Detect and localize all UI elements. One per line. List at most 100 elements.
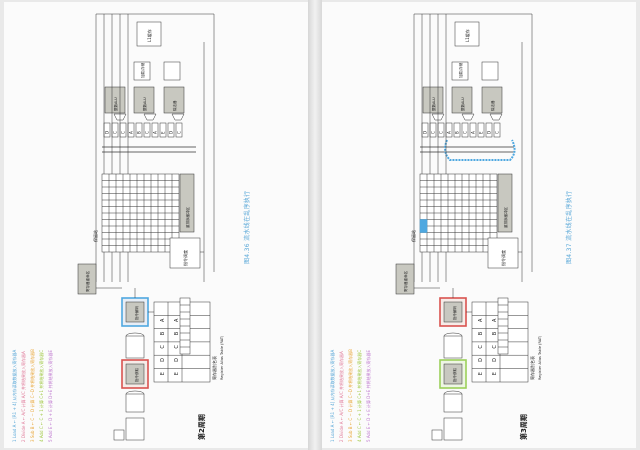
- rat-register-name: C: [160, 345, 166, 349]
- instruction-line: 5 Add E ← D + E 计算 D+E 并将结果放入寄存器E: [366, 349, 371, 442]
- operand-latch: [143, 122, 151, 138]
- operand-latch: [477, 122, 485, 138]
- reorder-buffer: [497, 173, 513, 233]
- operand-latch-label: A: [129, 131, 134, 134]
- instruction-line: 1 Load A ← [R1 + 4] 从内存读取数据放入寄存器A: [12, 349, 17, 442]
- operand-latch-label: D: [105, 131, 110, 134]
- alu-3: [481, 86, 503, 114]
- fetch-label: 指令获取: [134, 368, 139, 382]
- cache-unit: [454, 21, 480, 47]
- rat-title: 寄存器别名表: [211, 356, 217, 380]
- pc-input: [431, 429, 443, 441]
- rat-register-value: E: [174, 372, 180, 375]
- bus-highlight: [444, 139, 516, 161]
- rat-subtitle: Register Alias Table (RAT): [220, 335, 224, 380]
- fetch-label: 指令获取: [452, 368, 457, 382]
- dispatch-unit: [487, 237, 519, 269]
- left-cycle-label: 第2周期: [198, 414, 206, 440]
- operand-latch-label: E: [161, 131, 166, 134]
- alu-3-label: 除法器: [490, 100, 495, 111]
- cache-unit: [136, 21, 162, 47]
- rat-register-value: D: [492, 358, 498, 362]
- operand-latch: [469, 122, 477, 138]
- mux-shape: [171, 113, 185, 121]
- reorder-buffer: [179, 173, 195, 233]
- program-counter: [125, 417, 145, 441]
- rat-register-name: A: [478, 318, 484, 322]
- rat-register-value: B: [174, 331, 180, 335]
- operand-latch: [151, 122, 159, 138]
- operand-latch: [167, 122, 175, 138]
- cache-label: L1缓存: [146, 29, 152, 42]
- rat-register-name: D: [478, 358, 484, 362]
- left-figure-caption: 图4.36 流水线在乱序执行: [244, 190, 251, 264]
- fetch-unit: [443, 363, 463, 385]
- load-store-unit-2: [163, 61, 181, 81]
- rat-register-value: E: [492, 372, 498, 375]
- dispatch-label: 指令调度: [182, 250, 188, 266]
- instruction-line: 1 Load A ← [R1 + 4] 从内存读取数据放入寄存器A: [330, 349, 335, 442]
- alu-2-label: 整数ALU: [142, 97, 147, 111]
- rat-register-value: C: [492, 345, 498, 349]
- rename-label: 寄存器重命名: [85, 271, 90, 292]
- rat-register-name: E: [478, 372, 484, 375]
- operand-latch: [175, 122, 183, 138]
- instruction-line: 3 Sub B ← C − D 计算 C−D 并将结果放入寄存器B: [30, 349, 35, 442]
- rat-subtitle: Register Alias Table (RAT): [538, 335, 542, 380]
- register-file: [443, 335, 463, 359]
- operand-latch-label: D: [169, 131, 174, 134]
- operand-latch: [453, 122, 461, 138]
- program-counter: [443, 417, 463, 441]
- operand-latch: [485, 122, 493, 138]
- alu-3-label: 除法器: [172, 100, 177, 111]
- operand-latch-label: A: [471, 131, 476, 134]
- decode-label: 指令解码: [452, 306, 457, 320]
- alu-2: [133, 86, 155, 114]
- operand-latch-label: C: [113, 131, 118, 134]
- operand-latch: [159, 122, 167, 138]
- rat-register-name: B: [160, 331, 166, 335]
- instruction-line: 2 Divide A ← A/C 计算 A/C 并将结果放入寄存器A: [339, 351, 344, 442]
- register-file: [125, 335, 145, 359]
- load-store-unit-2: [481, 61, 499, 81]
- operand-latch-label: C: [145, 131, 150, 134]
- operand-latch-label: E: [479, 131, 484, 134]
- load-store-unit: [133, 61, 151, 81]
- instruction-cache: [125, 393, 145, 413]
- alu-2: [451, 86, 473, 114]
- register-rename-unit: [77, 263, 97, 295]
- load-store-unit: [451, 61, 469, 81]
- mux-shape: [143, 113, 157, 121]
- instruction-line: 4 Add C ← C + 1 计算 C+1 并将结果放入寄存器C: [39, 349, 44, 442]
- rat-register-value: B: [492, 331, 498, 335]
- operand-latch-label: C: [121, 131, 126, 134]
- instruction-line: 3 Sub B ← C − D 计算 C−D 并将结果放入寄存器B: [348, 349, 353, 442]
- fetch-unit: [125, 363, 145, 385]
- dispatch-label: 指令调度: [500, 250, 506, 266]
- mux-shape: [489, 113, 503, 121]
- decode-unit: [125, 301, 145, 323]
- operand-latch-label: A: [447, 131, 452, 134]
- book-gutter: [308, 0, 322, 450]
- load-store-label: 加载/存储: [458, 62, 463, 78]
- operand-latch-label: C: [177, 131, 182, 134]
- alu-1-label: 整数ALU: [113, 97, 118, 111]
- rat-register-name: D: [160, 358, 166, 362]
- decode-label: 指令解码: [134, 306, 139, 320]
- operand-latch-label: A: [153, 131, 158, 134]
- instruction-line: 5 Add E ← D + E 计算 D+E 并将结果放入寄存器E: [48, 349, 53, 442]
- rat-register-name: A: [160, 318, 166, 322]
- instruction-line: 2 Divide A ← A/C 计算 A/C 并将结果放入寄存器A: [21, 351, 26, 442]
- dispatch-unit: [169, 237, 201, 269]
- rat-register-value: C: [174, 345, 180, 349]
- reservation-station-label: 保留站: [92, 230, 98, 242]
- load-store-label: 加载/存储: [140, 62, 145, 78]
- right-cycle-label: 第3周期: [520, 414, 528, 440]
- rat-register-value: A: [492, 318, 498, 322]
- operand-latch-label: D: [423, 131, 428, 134]
